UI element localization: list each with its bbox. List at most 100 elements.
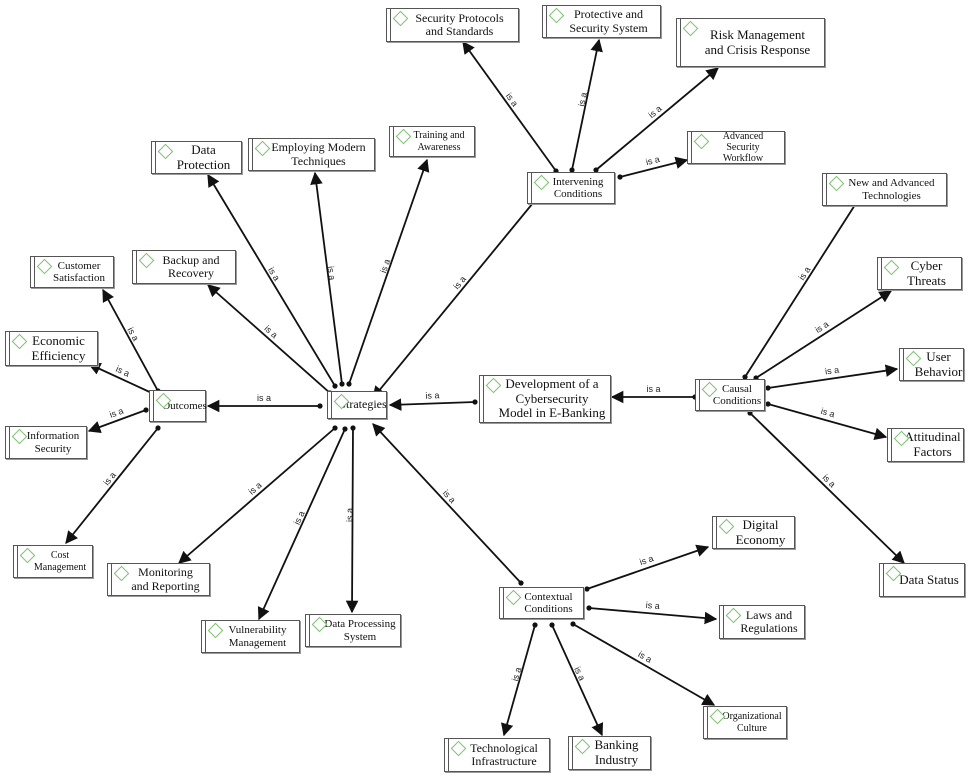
diamond-icon (725, 607, 742, 624)
edge-causal-newtech-start-dot (742, 374, 748, 380)
edge-intervening-risk-relation-label: is a (646, 103, 663, 120)
diamond-icon (883, 259, 900, 276)
edge-contextual-digitaleconomy-start-dot (584, 586, 590, 592)
edge-strategies-outcomes-start-dot (317, 403, 323, 409)
edge-strategies-training-relation-label: is a (378, 258, 392, 275)
diamond-icon (450, 740, 467, 757)
edge-causal-datastatus-start-dot (747, 410, 753, 416)
node-attitudinal-factors[interactable]: Attitudinal Factors (887, 428, 964, 462)
node-new-technologies[interactable]: New and Advanced Technologies (822, 173, 947, 206)
diamond-icon (533, 174, 550, 191)
node-vulnerability-management[interactable]: Vulnerability Management (201, 620, 300, 653)
node-label: Security Protocols and Standards (415, 10, 504, 38)
node-customer-satisfaction[interactable]: Customer Satisfaction (30, 256, 114, 288)
edge-central-strategies (388, 398, 476, 411)
edge-strategies-dataprotection-relation-label: is a (266, 265, 282, 282)
node-label: Economic Efficiency (31, 332, 86, 363)
node-data-processing[interactable]: Data Processing System (305, 614, 401, 647)
node-label: Employing Modern Techniques (271, 140, 366, 168)
edge-causal-attitudinal-relation-label: is a (820, 406, 836, 419)
node-causal-conditions[interactable]: Causal Conditions (695, 379, 765, 411)
edge-contextual-techinfra-relation-label: is a (510, 666, 523, 682)
edge-outcomes-customer (102, 288, 159, 392)
node-central-model[interactable]: Development of a Cybersecurity Model in … (479, 375, 611, 423)
edge-contextual-laws (588, 607, 718, 625)
node-label: Advanced Security Workflow (722, 130, 764, 165)
edge-central-strategies-relation-label: is a (425, 390, 439, 400)
node-label: Attitudinal Factors (904, 429, 961, 459)
edge-outcomes-cost (65, 427, 159, 544)
edge-strategies-vulnerability-relation-label: is a (292, 509, 307, 526)
diamond-icon (254, 140, 271, 157)
edge-intervening-workflow-start-dot (617, 174, 623, 180)
diamond-icon (113, 565, 130, 582)
edge-contextual-techinfra (501, 624, 536, 737)
node-label: Cyber Threats (907, 257, 946, 288)
node-technological-infrastructure[interactable]: Technological Infrastructure (444, 738, 550, 772)
edge-intervening-protective-start-dot (569, 167, 575, 173)
edge-strategies-dataprotection-start-dot (332, 383, 338, 389)
edge-causal-cyberthreats (755, 290, 893, 379)
edge-contextual-orgculture (572, 623, 716, 706)
node-information-security[interactable]: Information Security (5, 426, 87, 459)
node-intervening-conditions[interactable]: Intervening Conditions (527, 172, 615, 204)
edge-causal-datastatus (749, 412, 905, 564)
edge-outcomes-infosecurity-start-dot (143, 407, 149, 413)
node-monitoring-reporting[interactable]: Monitoring and Reporting (107, 563, 210, 596)
edge-strategies-monitoring (178, 427, 336, 564)
edge-strategies-monitoring-start-dot (332, 425, 338, 431)
edge-strategies-vulnerability-start-dot (342, 426, 348, 432)
edge-intervening-protocols (462, 40, 557, 172)
node-label: Development of a Cybersecurity Model in … (498, 376, 606, 421)
node-banking-industry[interactable]: Banking Industry (568, 736, 651, 770)
edge-causal-newtech-relation-label: is a (796, 265, 812, 282)
edge-intervening-protective-relation-label: is a (576, 92, 589, 108)
node-data-protection[interactable]: Data Protection (151, 141, 242, 174)
edge-contextual-banking-start-dot (549, 622, 555, 628)
edge-contextual-digitaleconomy (586, 544, 710, 590)
node-label: Monitoring and Reporting (131, 565, 200, 593)
node-advanced-workflow[interactable]: Advanced Security Workflow (687, 131, 785, 164)
edge-strategies-vulnerability (257, 428, 346, 621)
edge-strategies-outcomes-relation-label: is a (257, 393, 271, 403)
edge-outcomes-economic (87, 363, 155, 395)
node-digital-economy[interactable]: Digital Economy (712, 516, 795, 549)
node-label: Vulnerability Management (228, 624, 287, 649)
node-backup-recovery[interactable]: Backup and Recovery (132, 250, 236, 284)
node-modern-techniques[interactable]: Employing Modern Techniques (248, 138, 375, 171)
node-training-awareness[interactable]: Training and Awareness (389, 126, 475, 157)
edge-outcomes-cost-start-dot (155, 425, 161, 431)
diamond-icon (828, 175, 845, 192)
edge-contextual-banking-relation-label: is a (572, 665, 587, 682)
node-data-status[interactable]: Data Status (879, 563, 965, 597)
node-cyber-threats[interactable]: Cyber Threats (877, 257, 962, 290)
node-risk-management[interactable]: Risk Management and Crisis Response (676, 18, 825, 67)
node-economic-efficiency[interactable]: Economic Efficiency (5, 331, 98, 366)
node-strategies[interactable]: Strategies (327, 391, 387, 419)
diamond-icon (395, 128, 412, 145)
edge-outcomes-cost-relation-label: is a (101, 470, 118, 487)
node-label: Training and Awareness (413, 130, 465, 153)
edge-strategies-training (348, 158, 430, 385)
node-user-behavior[interactable]: User Behavior (899, 348, 964, 381)
edge-strategies-moderntechniques (310, 171, 343, 385)
node-label: Outcomes (162, 399, 207, 412)
node-label: Backup and Recovery (162, 252, 220, 280)
edge-contextual-laws-relation-label: is a (645, 600, 660, 611)
edge-outcomes-infosecurity-relation-label: is a (108, 406, 125, 420)
node-laws-regulations[interactable]: Laws and Regulations (719, 605, 805, 639)
node-contextual-conditions[interactable]: Contextual Conditions (499, 587, 584, 619)
node-label: Contextual Conditions (524, 590, 573, 615)
diamond-icon (157, 143, 174, 160)
edge-central-strategies-start-dot (472, 399, 478, 405)
node-protective-system[interactable]: Protective and Security System (542, 5, 661, 38)
edge-strategies-backup-relation-label: is a (262, 323, 279, 340)
edge-causal-attitudinal (767, 403, 888, 441)
node-security-protocols[interactable]: Security Protocols and Standards (386, 8, 519, 42)
edge-strategies-dataprocessing (345, 427, 359, 614)
node-outcomes[interactable]: Outcomes (149, 390, 207, 422)
node-cost-management[interactable]: Cost Management (13, 545, 93, 578)
diamond-icon (138, 252, 155, 269)
edge-intervening-protective (571, 38, 603, 171)
node-organizational-culture[interactable]: Organizational Culture (703, 706, 787, 739)
